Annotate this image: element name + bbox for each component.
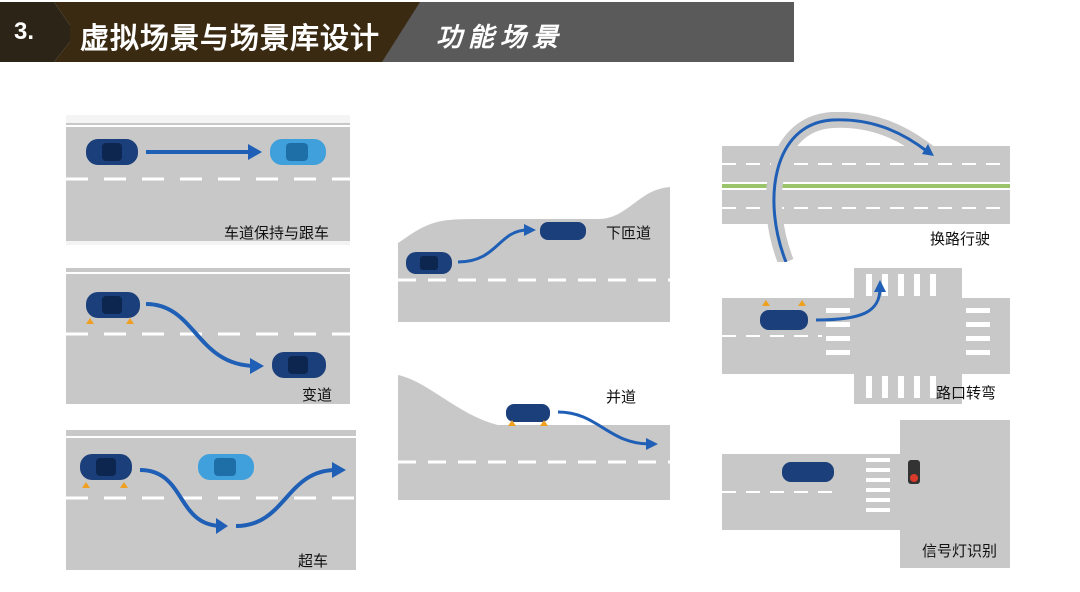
car-blue — [86, 139, 138, 165]
page-title: 虚拟场景与场景库设计 — [80, 21, 381, 55]
scenario-traffic-light: 信号灯识别 — [722, 420, 1010, 568]
section-number: 3. — [14, 18, 35, 45]
scenario-off-ramp: 下匝道 — [398, 180, 670, 322]
scenario-intersection: 路口转弯 — [722, 268, 1010, 404]
car-blue — [86, 292, 140, 318]
traffic-signal-icon — [908, 460, 920, 484]
header-banner: 3. 虚拟场景与场景库设计 功能场景 — [0, 0, 796, 70]
label-overtake: 超车 — [298, 552, 329, 570]
label-off-ramp: 下匝道 — [606, 224, 652, 242]
label-lane-change: 变道 — [302, 386, 333, 404]
label-intersection: 路口转弯 — [936, 384, 997, 402]
scenario-merge: 并道 — [398, 370, 670, 520]
header-shape — [0, 2, 794, 62]
scenario-lane-change: 变道 — [66, 268, 350, 404]
car-blue — [782, 462, 834, 482]
car-blue — [760, 310, 808, 330]
label-road-switch: 换路行驶 — [930, 230, 991, 248]
car-blue — [406, 252, 452, 274]
scenario-lane-keep: 车道保持与跟车 — [66, 115, 350, 245]
car-blue-after — [272, 352, 326, 378]
label-merge: 并道 — [606, 388, 637, 406]
label-lane-keep: 车道保持与跟车 — [224, 224, 330, 242]
car-ahead — [198, 454, 254, 480]
car-lead — [270, 139, 326, 165]
scenario-overtake: 超车 — [66, 430, 356, 570]
label-traffic-light: 信号灯识别 — [922, 542, 998, 560]
page-subtitle: 功能场景 — [436, 23, 565, 53]
car-blue — [80, 454, 132, 480]
scenario-road-switch: 换路行驶 — [722, 112, 1010, 262]
car-blue-ahead — [540, 222, 586, 240]
car-blue — [506, 404, 550, 422]
